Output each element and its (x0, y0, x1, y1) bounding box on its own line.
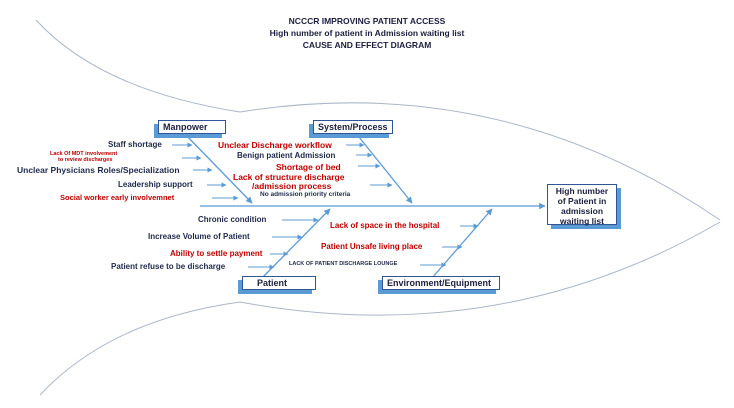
effect-box: High number of Patient in admission wait… (547, 184, 617, 226)
cause-unclear-physicians-roles: Unclear Physicians Roles/Specialization (17, 165, 180, 175)
cause-unsafe-living-place: Patient Unsafe living place (321, 242, 423, 251)
cause-unclear-discharge-workflow: Unclear Discharge workflow (218, 140, 332, 150)
environment-bone (431, 208, 493, 279)
effect-line-4: waiting list (560, 216, 604, 226)
title-line-2: High number of patient in Admission wait… (269, 28, 465, 38)
cause-admission-process: /admission process (252, 181, 332, 191)
cause-staff-shortage: Staff shortage (108, 140, 162, 149)
cause-patient-refuse: Patient refuse to be discharge (111, 262, 226, 271)
system-bone (354, 131, 413, 204)
fish-outline-top (35, 19, 721, 221)
category-system-process: System/Process (313, 120, 393, 134)
effect-line-2: of Patient in (557, 196, 607, 206)
category-patient: Patient (242, 276, 316, 290)
title-line-1: NCCCR IMPROVING PATIENT ACCESS (288, 16, 446, 26)
cause-leadership-support: Leadership support (118, 180, 193, 189)
patient-bone (261, 208, 331, 279)
cause-shortage-of-bed: Shortage of bed (276, 162, 341, 172)
manpower-bone (182, 131, 253, 204)
cause-review-discharges: to review discharges (58, 157, 113, 163)
cause-lack-structure-discharge: Lack of structure discharge (233, 172, 345, 182)
category-manpower: Manpower (158, 120, 226, 134)
cause-lack-mdt-involvement: Lack Of MDT involvement (50, 151, 118, 157)
cause-no-admission-priority: No admission priority criteria (260, 191, 351, 198)
title-line-3: CAUSE AND EFFECT DIAGRAM (302, 40, 432, 50)
cause-chronic-condition: Chronic condition (198, 215, 267, 224)
cause-increase-volume: Increase Volume of Patient (148, 232, 250, 241)
category-environment: Environment/Equipment (382, 276, 500, 290)
cause-ability-settle-payment: Ability to settle payment (170, 249, 263, 258)
cause-benign-patient-admission: Benign patient Admission (237, 151, 336, 160)
cause-social-worker: Social worker early involvemnet (60, 193, 175, 202)
fish-outline-bottom (39, 221, 721, 396)
cause-no-discharge-lounge: LACK OF PATIENT DISCHARGE LOUNGE (289, 261, 398, 267)
effect-line-3: admission (560, 206, 604, 216)
cause-lack-of-space: Lack of space in the hospital (330, 221, 440, 230)
effect-line-1: High number (555, 186, 609, 196)
